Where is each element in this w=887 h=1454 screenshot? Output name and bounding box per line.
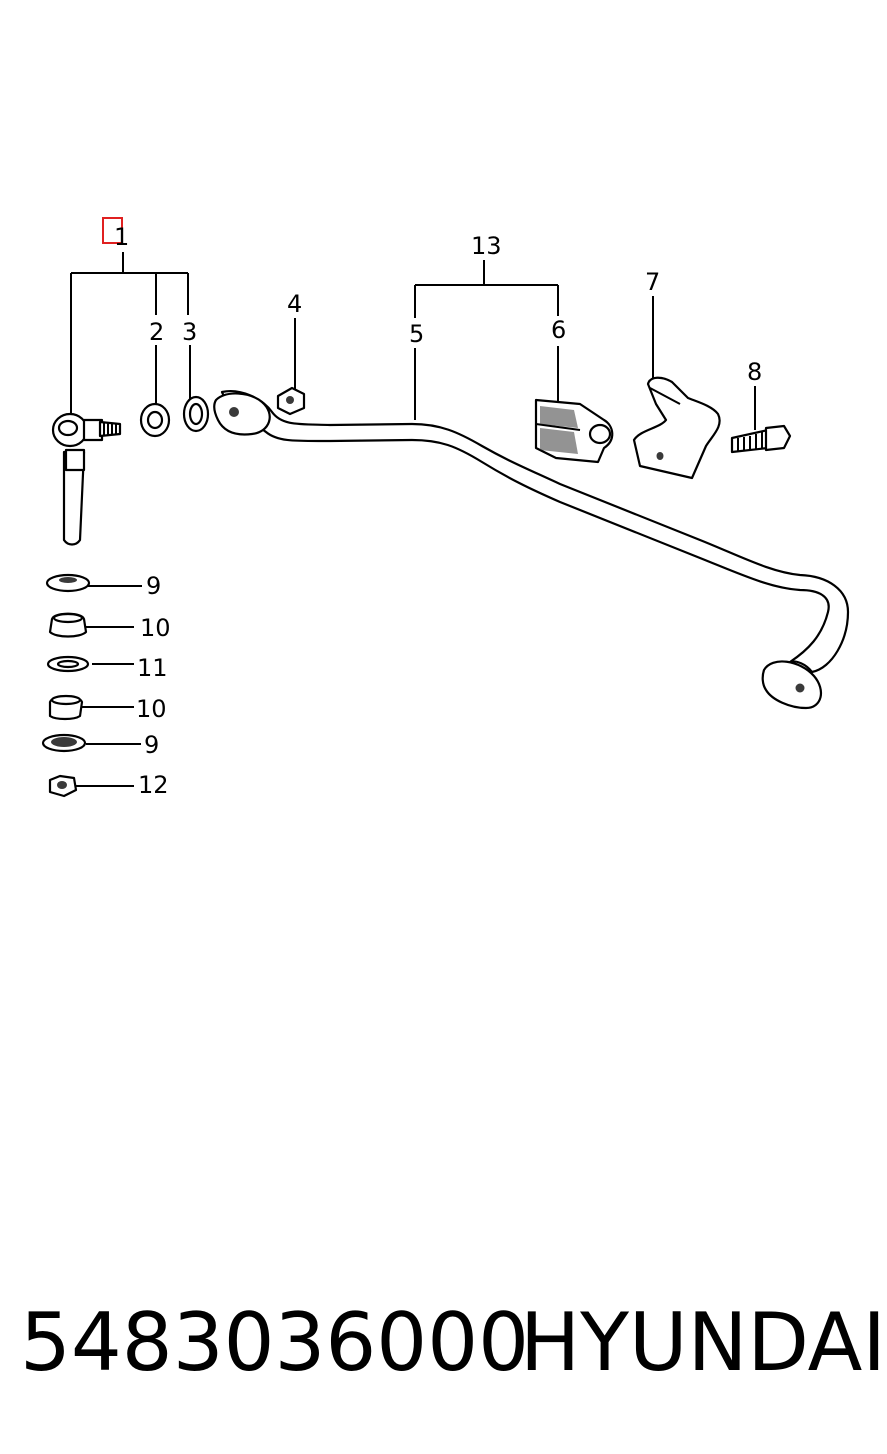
brand-name: HYUNDAI [520,1296,886,1389]
callout-1[interactable]: 1 [114,223,129,251]
part-caption: 5483036000 HYUNDAI [20,1296,886,1389]
callout-5[interactable]: 5 [409,320,424,348]
bolt-part-8[interactable] [730,424,792,454]
callout-3[interactable]: 3 [182,318,197,346]
callout-9a[interactable]: 9 [146,572,161,600]
bushing-part-10-top[interactable] [48,612,88,638]
callout-11[interactable]: 11 [137,654,168,682]
callout-13[interactable]: 13 [471,232,502,260]
callout-4[interactable]: 4 [287,290,302,318]
leader-lines [70,252,756,787]
callout-highlight-box[interactable] [102,217,123,244]
callout-8[interactable]: 8 [747,358,762,386]
washer-part-9-top[interactable] [45,573,91,593]
stabilizer-bar-exploded-diagram: 1 2 3 4 13 5 6 7 8 9 10 11 10 9 12 [41,217,850,799]
callout-10a[interactable]: 10 [140,614,171,642]
nut-part-4[interactable] [276,386,306,416]
callout-6[interactable]: 6 [551,316,566,344]
callout-2[interactable]: 2 [149,318,164,346]
callout-9b[interactable]: 9 [144,731,159,759]
stabilizer-bar[interactable] [213,390,850,710]
washer-part-3[interactable] [182,395,210,433]
callout-7[interactable]: 7 [645,268,660,296]
bushing-part-10-bottom[interactable] [48,694,84,721]
bar-bushing-part-6[interactable] [534,398,614,464]
bushing-part-2[interactable] [139,402,171,438]
callout-10b[interactable]: 10 [136,695,167,723]
spacer-part-11[interactable] [46,655,90,673]
bracket-part-7[interactable] [632,376,721,480]
washer-part-9-bottom[interactable] [41,733,87,753]
part-number: 5483036000 [20,1296,529,1389]
nut-part-12[interactable] [48,774,78,798]
callout-12[interactable]: 12 [138,771,169,799]
stabilizer-link[interactable] [51,412,122,546]
